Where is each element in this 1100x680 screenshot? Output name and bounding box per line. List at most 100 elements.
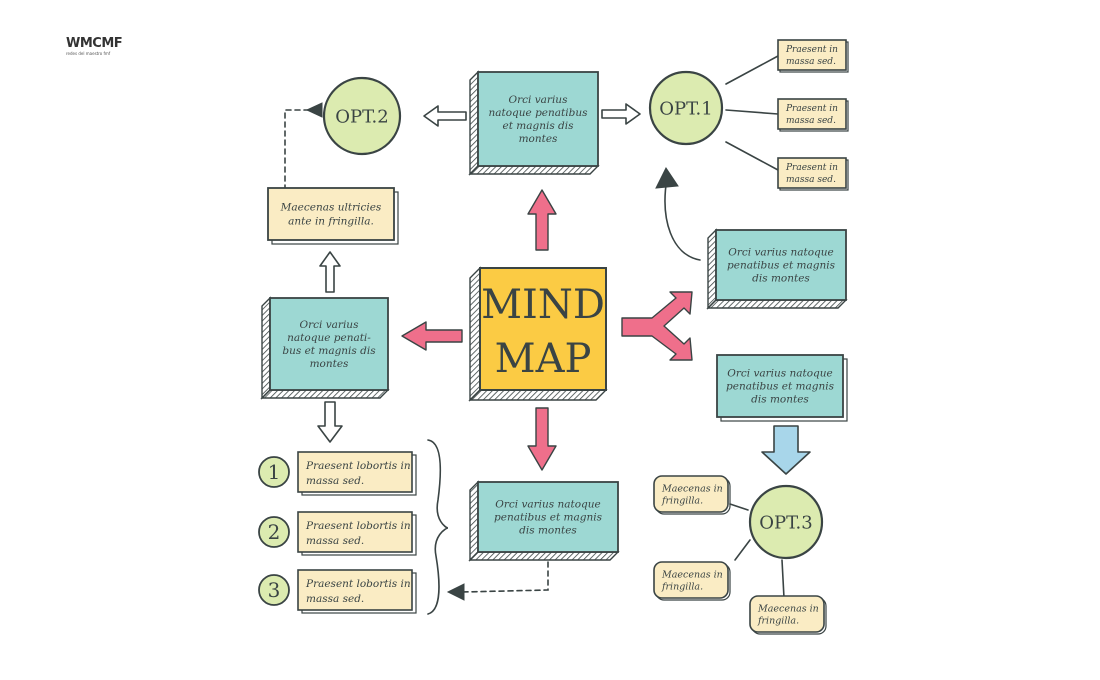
logo: WMCMF redes del maestro fmf xyxy=(66,32,123,56)
top-box-line: natoque penatibus xyxy=(488,107,588,119)
left-box-line: montes xyxy=(310,358,349,370)
pink-arrow-fork xyxy=(621,291,693,361)
numbered-item-box xyxy=(297,569,413,611)
opt1-note-face xyxy=(777,98,847,130)
opt3-note-line: fringilla. xyxy=(661,495,703,506)
numbered-item-line: massa sed. xyxy=(306,535,364,547)
arrow-to-opt2 xyxy=(423,105,467,127)
items-brace xyxy=(427,439,449,615)
center-node-side xyxy=(469,266,481,402)
bottom-box-side xyxy=(469,480,479,562)
left-box-bottom xyxy=(260,389,390,399)
opt1-note-line: massa sed. xyxy=(786,175,836,185)
opt2-node-circle xyxy=(322,76,402,156)
opt3-note-face xyxy=(653,475,729,513)
opt1-note-line: Praesent in xyxy=(785,45,838,55)
maecenas-box-face xyxy=(267,187,395,241)
opt1-node-circle xyxy=(648,70,724,146)
maecenas-box-line: ante in fringilla. xyxy=(288,216,374,228)
opt3-node-circle xyxy=(748,484,824,560)
pink-arrow-left xyxy=(401,321,463,351)
opt1-note-face xyxy=(777,157,847,189)
numbered-item: 2 Praesent lobortis in massa sed. xyxy=(258,511,417,556)
curve-to-opt1 xyxy=(664,177,701,261)
right-box-top-line: penatibus et magnis xyxy=(727,260,836,272)
opt3-note-face xyxy=(749,595,825,633)
right-box-top-bottom xyxy=(706,299,848,309)
opt1-node-label: OPT.1 xyxy=(659,98,712,119)
numbered-item-line: Praesent lobortis in xyxy=(305,520,411,532)
dashed-to-item3 xyxy=(461,561,549,593)
opt3-note-line: Maecenas in xyxy=(757,603,819,614)
center-node: MIND MAP xyxy=(468,266,608,402)
left-box-line: bus et magnis dis xyxy=(282,345,376,357)
opt3-spoke-left-bottom xyxy=(734,539,751,561)
opt1-note-line: Praesent in xyxy=(785,104,838,114)
center-title-line2: MAP xyxy=(495,336,592,382)
opt3-note-line: Maecenas in xyxy=(661,483,723,494)
opt1-note: Praesent in massa sed. xyxy=(777,157,849,191)
arrow-down-to-list xyxy=(317,401,343,443)
opt3-spoke-left-top xyxy=(729,503,749,511)
top-box-bottom xyxy=(468,165,600,175)
arrowheads xyxy=(305,102,679,601)
connectors xyxy=(284,55,785,615)
opt3-node-label: OPT.3 xyxy=(759,512,812,533)
left-box-face xyxy=(269,297,389,391)
numbered-item-badge xyxy=(258,516,290,548)
bottom-box-line: Orci varius natoque xyxy=(495,499,601,511)
center-node-bottom xyxy=(468,389,608,401)
numbered-item-line: massa sed. xyxy=(306,593,364,605)
opt2-node: OPT.2 xyxy=(322,76,402,156)
top-box-face xyxy=(477,71,599,167)
bottom-box-line: dis montes xyxy=(519,525,577,537)
maecenas-box: Maecenas ultricies ante in fringilla. xyxy=(267,187,399,245)
opt3-note-face xyxy=(653,561,729,599)
opt3-note-line: fringilla. xyxy=(661,581,703,592)
opt1-note: Praesent in massa sed. xyxy=(777,98,849,132)
opt3-node: OPT.3 xyxy=(748,484,824,560)
numbered-item-number: 1 xyxy=(268,460,281,484)
bottom-box-line: penatibus et magnis xyxy=(494,512,603,524)
arrowhead-item3 xyxy=(446,583,465,601)
bottom-box-bottom xyxy=(468,551,620,561)
numbered-item-badge xyxy=(258,456,290,488)
arrow-to-opt3 xyxy=(761,425,811,475)
arrowhead-opt1 xyxy=(655,167,679,189)
opt1-note-line: Praesent in xyxy=(785,163,838,173)
left-box-line: Orci varius xyxy=(300,319,360,331)
opt1-note-line: massa sed. xyxy=(786,116,836,126)
right-box-mid-line: Orci varius natoque xyxy=(727,368,833,380)
opt3-spoke-bottom xyxy=(781,559,785,599)
center-title-line1: MIND xyxy=(481,282,605,328)
logo-mark: WMCMF xyxy=(66,36,123,51)
arrow-up-to-maecenas xyxy=(319,251,341,293)
numbered-item-box xyxy=(297,511,413,553)
pink-arrow-up xyxy=(527,189,557,251)
left-box-side xyxy=(261,296,271,400)
center-node-face xyxy=(479,267,607,391)
opt1-spoke-top xyxy=(725,55,779,85)
top-box-line: Orci varius xyxy=(509,94,569,106)
arrow-to-opt1 xyxy=(601,103,641,125)
opt1-note-face xyxy=(777,39,847,71)
maecenas-box-line: Maecenas ultricies xyxy=(280,202,382,214)
numbered-item-number: 2 xyxy=(268,520,281,544)
opt1-spoke-bottom xyxy=(725,141,779,171)
right-box-top-side xyxy=(707,228,717,310)
pink-arrow-down xyxy=(527,407,557,471)
logo-tagline: redes del maestro fmf xyxy=(66,51,111,56)
left-box-line: natoque penati- xyxy=(287,332,371,344)
numbered-item-number: 3 xyxy=(268,578,281,602)
numbered-item-badge xyxy=(258,574,290,606)
opt1-spoke-mid xyxy=(725,109,779,115)
right-box-mid-line: penatibus et magnis xyxy=(726,381,835,393)
numbered-item-line: Praesent lobortis in xyxy=(305,460,411,472)
opt2-node-label: OPT.2 xyxy=(335,106,388,127)
right-box-top-face xyxy=(715,229,847,301)
